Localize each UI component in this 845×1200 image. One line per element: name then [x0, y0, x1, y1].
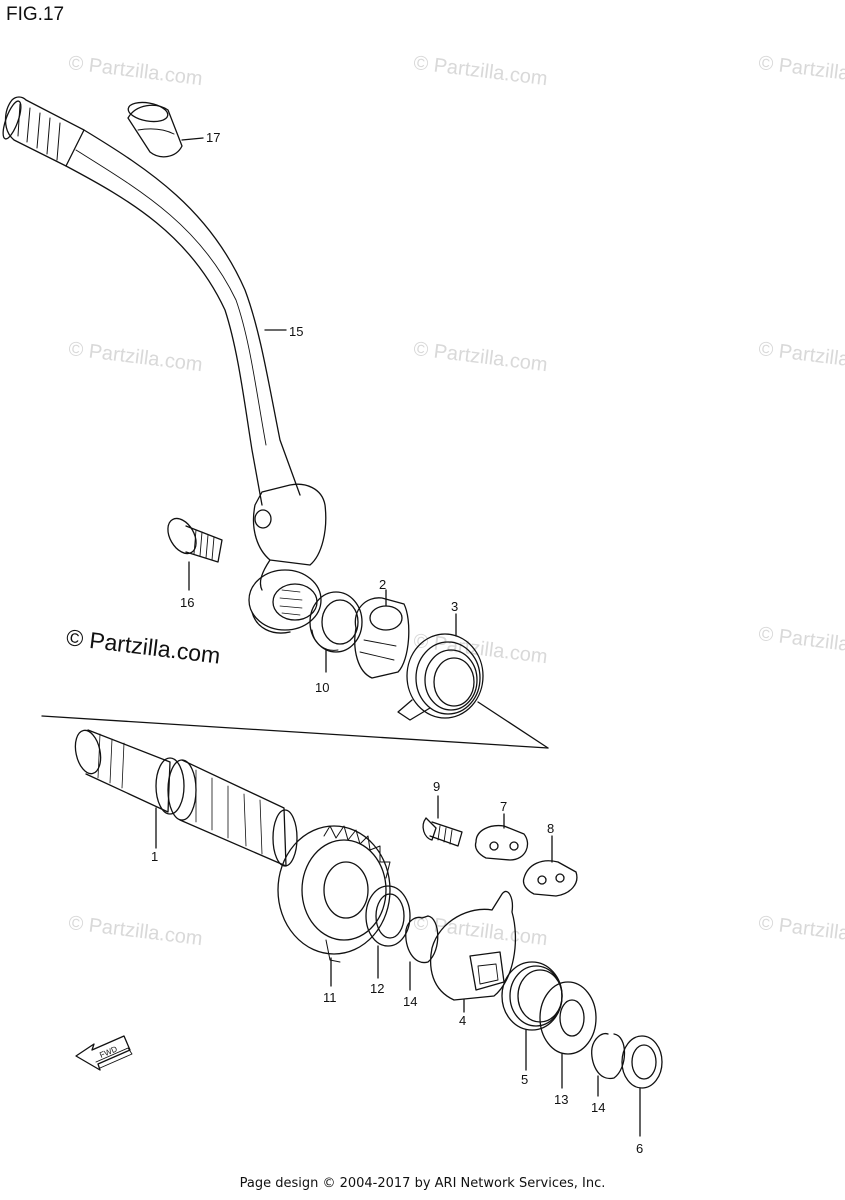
part-6-washer[interactable] [621, 1035, 663, 1137]
part-14-circlip-lower[interactable] [591, 1032, 626, 1097]
callout-15: 15 [289, 324, 303, 339]
callout-10: 10 [315, 680, 329, 695]
callout-11: 11 [323, 990, 337, 1005]
part-10-oil-seal[interactable] [309, 591, 363, 673]
callout-5: 5 [521, 1072, 528, 1087]
part-7-plate[interactable] [474, 813, 529, 861]
part-13-washer[interactable] [539, 981, 597, 1089]
fwd-arrow-icon: FWD [75, 1035, 133, 1071]
callout-3: 3 [451, 599, 458, 614]
part-1-kick-shaft[interactable] [72, 728, 298, 867]
page-footer: Page design © 2004-2017 by ARI Network S… [239, 1176, 606, 1191]
callout-7: 7 [500, 799, 507, 814]
callout-16: 16 [180, 595, 194, 610]
part-16-bolt[interactable] [162, 514, 223, 591]
callout-13: 13 [554, 1092, 568, 1107]
part-2-spring-guide[interactable] [354, 589, 410, 679]
callout-6: 6 [636, 1141, 643, 1156]
part-14-circlip[interactable] [405, 915, 439, 991]
part-9-bolt[interactable] [422, 795, 463, 847]
callout-14-lower: 14 [591, 1100, 605, 1115]
part-12-washer[interactable] [365, 885, 411, 979]
part-8-plate[interactable] [522, 835, 578, 897]
part-15-kick-lever[interactable] [0, 96, 327, 634]
part-4-ratchet[interactable] [429, 890, 517, 1013]
callout-14: 14 [403, 994, 417, 1009]
callout-8: 8 [547, 821, 554, 836]
reference-lines [41, 701, 549, 749]
callout-4: 4 [459, 1013, 466, 1028]
figure-title: FIG.17 [6, 4, 65, 25]
part-11-kick-gear[interactable] [277, 825, 391, 987]
callout-12: 12 [370, 981, 384, 996]
part-5-spring[interactable] [501, 961, 563, 1071]
part-3-return-spring[interactable] [397, 613, 484, 721]
part-17-grip-sleeve[interactable] [127, 100, 204, 158]
callout-9: 9 [433, 779, 440, 794]
callout-17: 17 [206, 130, 220, 145]
callout-labels: 1 2 3 4 5 6 7 8 9 10 11 12 13 14 14 15 1… [151, 130, 643, 1156]
callout-1: 1 [151, 849, 158, 864]
callout-2: 2 [379, 577, 386, 592]
